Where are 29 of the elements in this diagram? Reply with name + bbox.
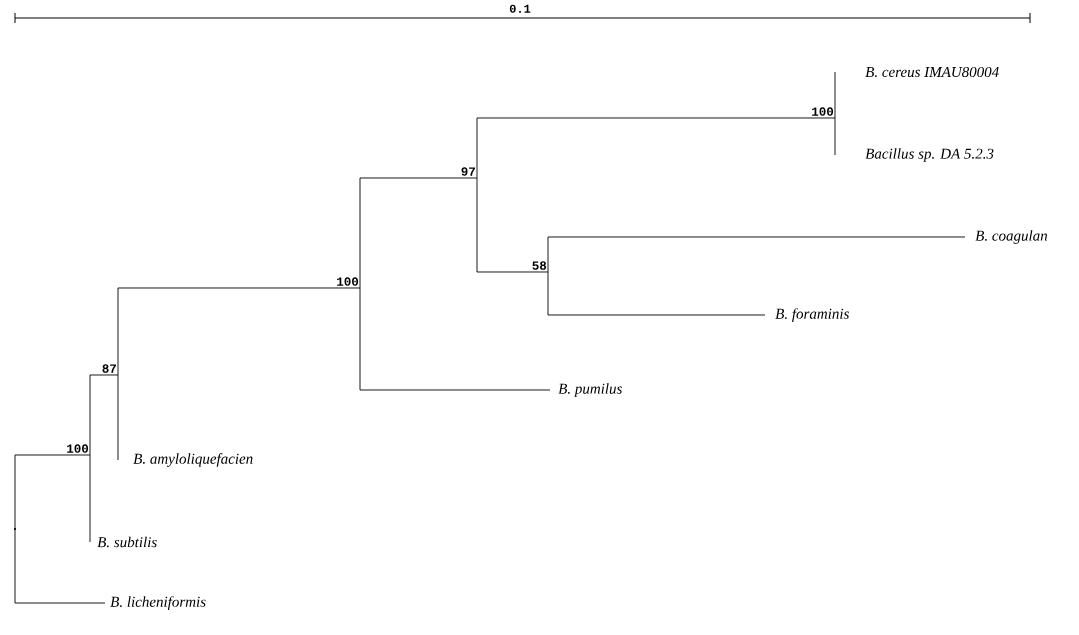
taxon-label: B. pumilus xyxy=(558,383,622,397)
bootstrap-value: 58 xyxy=(532,261,547,270)
taxon-label: Bacillus sp. DA 5.2.3 xyxy=(865,148,994,162)
bootstrap-value: 87 xyxy=(102,364,116,373)
taxon-label: B. coagulan xyxy=(975,230,1048,244)
bootstrap-value: 100 xyxy=(67,444,89,453)
bootstrap-value: 100 xyxy=(812,107,834,116)
taxon-label: B. subtilis xyxy=(97,536,157,548)
branch-line xyxy=(547,236,966,273)
bootstrap-value: 97 xyxy=(461,167,475,176)
taxon-label: B. licheniformis xyxy=(110,596,206,610)
branch-line xyxy=(359,287,551,391)
branch-line xyxy=(89,454,91,543)
taxon-label: B. cereus IMAU80004 xyxy=(865,66,999,78)
bootstrap-value: 100 xyxy=(337,277,359,286)
branch-line xyxy=(476,177,549,273)
branch-line xyxy=(359,177,478,289)
branch-line xyxy=(89,374,119,456)
taxon-label: B. foraminis xyxy=(775,308,849,322)
branch-line xyxy=(117,287,361,376)
branch-line xyxy=(14,454,91,530)
branch-line xyxy=(834,71,836,119)
taxon-label: B. amyloliquefacien xyxy=(133,453,253,467)
branch-line xyxy=(547,271,766,316)
branch-line xyxy=(14,528,106,604)
scale-label: 0.1 xyxy=(509,4,531,13)
branch-line xyxy=(117,374,119,461)
branch-line xyxy=(476,117,836,179)
branch-line xyxy=(834,117,836,156)
